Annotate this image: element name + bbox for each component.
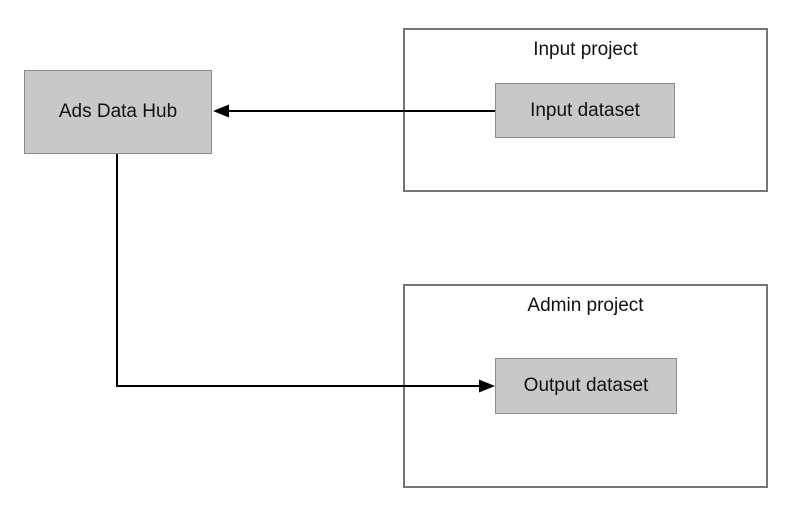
admin-project-title: Admin project xyxy=(527,295,644,316)
input-project-title: Input project xyxy=(533,39,638,60)
arrowhead-left-icon xyxy=(213,104,229,118)
ads-data-hub-label: Ads Data Hub xyxy=(58,101,178,122)
input-dataset-node: Input dataset xyxy=(495,83,675,138)
input-dataset-label: Input dataset xyxy=(530,99,640,121)
ads-data-hub-node: Ads Data Hub xyxy=(24,70,212,154)
output-dataset-label: Output dataset xyxy=(523,375,649,396)
output-dataset-node: Output dataset xyxy=(495,358,677,414)
